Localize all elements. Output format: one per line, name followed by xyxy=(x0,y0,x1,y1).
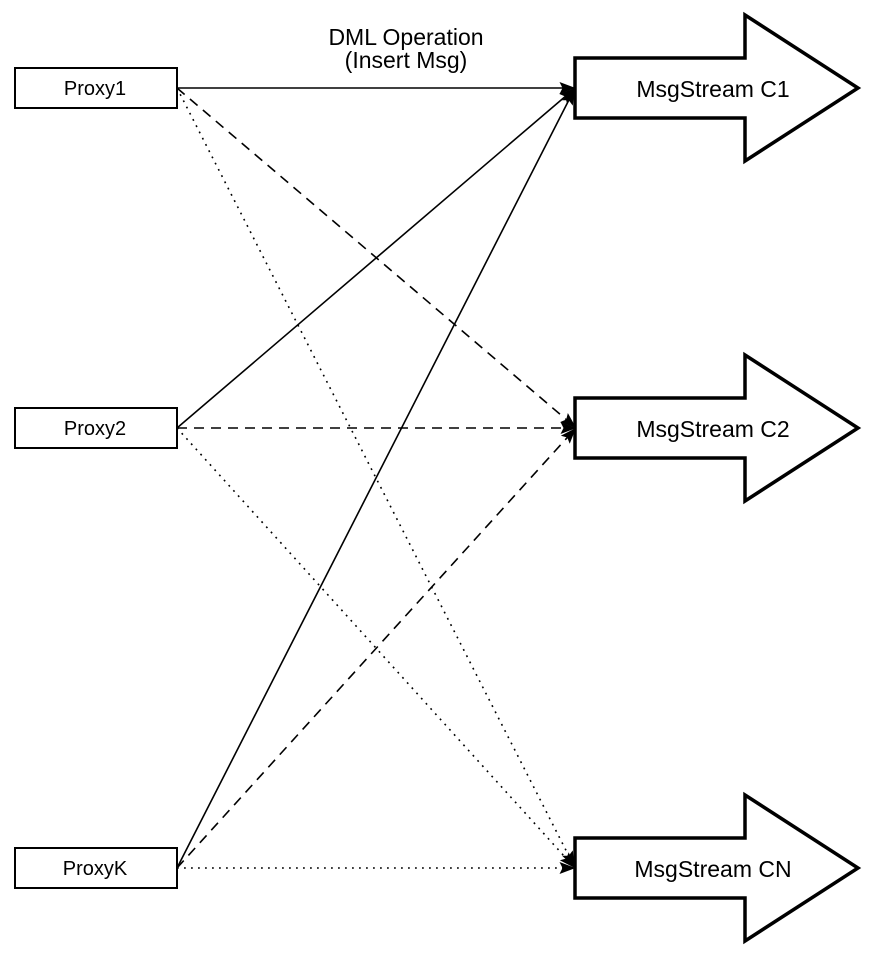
node-msgstream-c2: MsgStream C2 xyxy=(573,351,862,505)
node-msgstream-cn: MsgStream CN xyxy=(573,791,862,945)
proxyk-box xyxy=(14,847,178,889)
msgstream-c2-label: MsgStream C2 xyxy=(636,416,789,442)
connector-proxy2-to-msgstream-cn xyxy=(176,427,576,869)
node-proxyk: ProxyK xyxy=(14,847,178,889)
connector-proxyk-to-msgstream-c1 xyxy=(176,88,575,869)
connector-proxy2-to-msgstream-c1 xyxy=(176,88,576,429)
node-proxy1: Proxy1 xyxy=(14,67,178,109)
diagram-title-line1: DML Operation xyxy=(328,24,483,50)
msgstream-c1-label: MsgStream C1 xyxy=(636,76,789,102)
node-proxy2: Proxy2 xyxy=(14,407,178,449)
node-msgstream-c1: MsgStream C1 xyxy=(573,11,862,165)
diagram-title-line2: (Insert Msg) xyxy=(345,47,468,73)
proxy1-label: Proxy1 xyxy=(64,78,126,100)
msgstream-cn-label: MsgStream CN xyxy=(634,856,791,882)
proxyk-label: ProxyK xyxy=(63,858,128,880)
connector-proxyk-to-msgstream-c2 xyxy=(176,427,577,869)
proxy2-label: Proxy2 xyxy=(64,418,126,440)
connectors xyxy=(176,82,577,874)
connector-proxy1-to-msgstream-c2 xyxy=(176,87,577,428)
msgstream-c1-arrow-shape xyxy=(573,11,862,165)
connector-proxy1-to-msgstream-cn xyxy=(176,87,575,868)
proxy1-box xyxy=(14,67,178,109)
msgstream-c2-arrow-shape xyxy=(573,351,862,505)
proxy2-box xyxy=(14,407,178,449)
diagram-title: DML Operation (Insert Msg) xyxy=(328,24,483,73)
msgstream-cn-arrow-shape xyxy=(573,791,862,945)
